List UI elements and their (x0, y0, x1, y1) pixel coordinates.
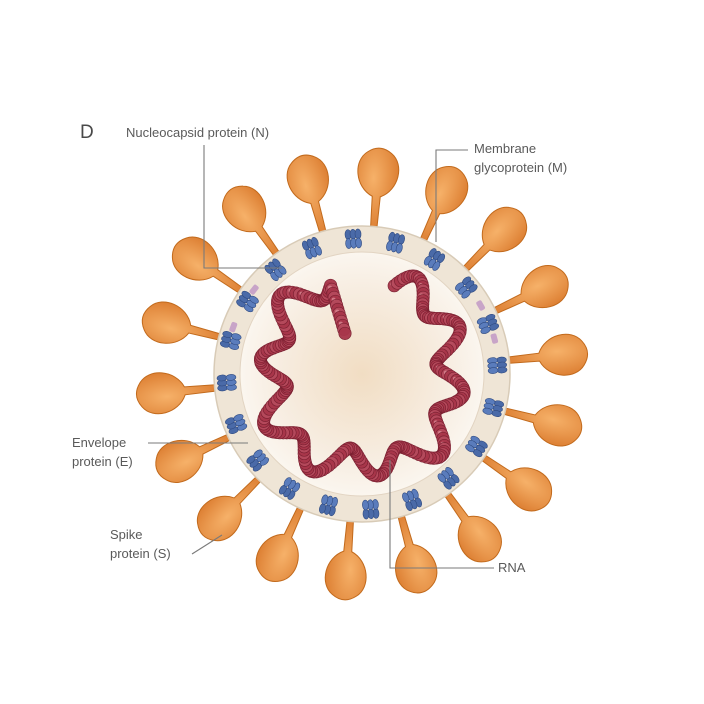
spike-protein (324, 512, 367, 601)
spike-protein (416, 166, 469, 249)
spike-protein (395, 507, 438, 594)
spike-protein (222, 185, 284, 263)
spike-protein (486, 265, 569, 318)
leader-rna (389, 460, 494, 569)
membrane-protein (236, 290, 259, 313)
envelope-protein (490, 333, 499, 344)
envelope-protein (229, 321, 238, 333)
membrane-protein (264, 258, 287, 281)
leader-membrane (435, 149, 468, 242)
label-membrane-line1: Membrane (474, 141, 536, 156)
membrane-protein (476, 313, 500, 334)
envelope-protein (476, 300, 486, 311)
membrane-protein (423, 248, 446, 271)
spike-protein (171, 236, 250, 298)
spike-protein (255, 499, 308, 582)
membrane-protein (246, 449, 269, 472)
rna-bead (338, 326, 352, 340)
panel-letter: D (80, 122, 94, 143)
membrane-protein (455, 276, 478, 299)
spike-protein (286, 154, 329, 241)
membrane-protein (344, 228, 362, 249)
membrane-protein (301, 236, 322, 260)
membrane-protein (487, 356, 508, 374)
membrane-protein (224, 414, 248, 435)
spike-protein (155, 430, 238, 483)
spike-protein (136, 372, 224, 415)
label-envelope-line1: Envelope (72, 435, 126, 450)
membrane-protein (362, 499, 380, 520)
membrane-protein (437, 467, 460, 490)
spike-protein (440, 485, 502, 563)
label-rna: RNA (498, 560, 526, 575)
leader-spike (191, 534, 223, 555)
membrane-protein (216, 374, 237, 392)
spike-protein (457, 206, 527, 278)
rna-nucleocapsid-coil (253, 269, 471, 483)
label-envelope-line2: protein (E) (72, 454, 133, 469)
spike-protein (496, 404, 583, 447)
label-membrane-line2: glycoprotein (M) (474, 160, 567, 175)
spike-protein (141, 301, 228, 344)
membrane-glycoproteins (216, 228, 508, 520)
membrane-protein (219, 331, 242, 350)
leader-nucleocapsid (203, 145, 282, 269)
membrane-protein (482, 398, 505, 417)
spike-protein (474, 450, 553, 512)
envelope-protein (249, 284, 259, 295)
spike-protein (357, 147, 400, 236)
spike-proteins (136, 147, 588, 601)
label-nucleocapsid: Nucleocapsid protein (N) (126, 125, 269, 140)
membrane-protein (465, 435, 488, 458)
spike-protein (500, 333, 588, 376)
membrane-protein (319, 494, 338, 517)
membrane-protein (278, 477, 301, 500)
membrane-protein (386, 231, 405, 254)
spike-protein (197, 470, 267, 542)
envelope-proteins (229, 284, 499, 344)
membrane-protein (402, 488, 423, 512)
label-spike-line2: protein (S) (110, 546, 171, 561)
label-spike-line1: Spike (110, 527, 143, 542)
